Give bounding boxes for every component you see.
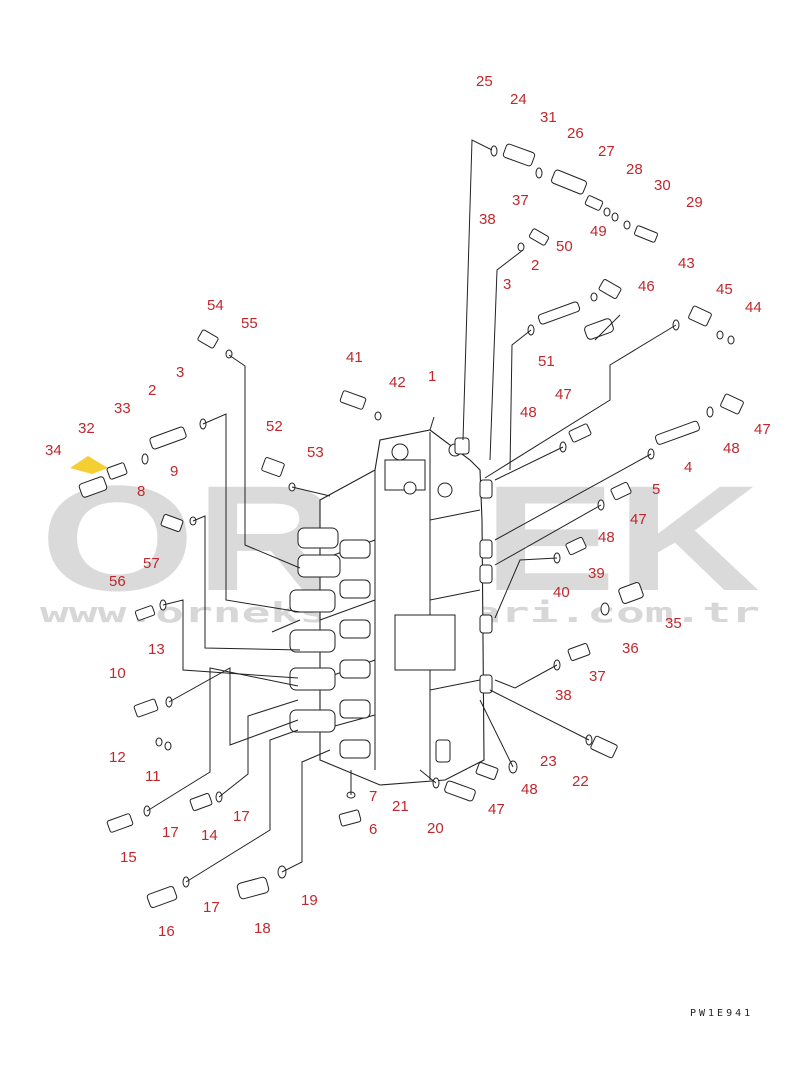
callout-label: 24 bbox=[510, 91, 527, 108]
callout-label: 17 bbox=[162, 824, 179, 841]
callout-label: 21 bbox=[392, 798, 409, 815]
callout-label: 36 bbox=[622, 640, 639, 657]
callout-label: 47 bbox=[555, 386, 572, 403]
callout-label: 17 bbox=[233, 808, 250, 825]
callout-label: 53 bbox=[307, 444, 324, 461]
callout-label: 16 bbox=[158, 923, 175, 940]
callout-label: 2 bbox=[148, 382, 156, 399]
callout-label: 12 bbox=[109, 749, 126, 766]
callout-label: 39 bbox=[588, 565, 605, 582]
callout-label: 50 bbox=[556, 238, 573, 255]
callout-label: 45 bbox=[716, 281, 733, 298]
callout-label: 52 bbox=[266, 418, 283, 435]
callout-label: 47 bbox=[488, 801, 505, 818]
callout-label: 27 bbox=[598, 143, 615, 160]
callout-label: 37 bbox=[512, 192, 529, 209]
callout-label: 51 bbox=[538, 353, 555, 370]
callout-label: 47 bbox=[754, 421, 771, 438]
callout-label: 33 bbox=[114, 400, 131, 417]
callout-label: 38 bbox=[555, 687, 572, 704]
callout-label: 47 bbox=[630, 511, 647, 528]
callout-label: 46 bbox=[638, 278, 655, 295]
callout-label: 17 bbox=[203, 899, 220, 916]
callout-label: 10 bbox=[109, 665, 126, 682]
callout-label: 7 bbox=[369, 788, 377, 805]
leader-lines bbox=[146, 139, 677, 883]
callout-label: 34 bbox=[45, 442, 62, 459]
callout-label: 48 bbox=[598, 529, 615, 546]
callout-label: 14 bbox=[201, 827, 218, 844]
callout-label: 56 bbox=[109, 573, 126, 590]
callout-label: 37 bbox=[589, 668, 606, 685]
callout-label: 15 bbox=[120, 849, 137, 866]
component-parts bbox=[78, 143, 744, 909]
callout-label: 1 bbox=[428, 368, 436, 385]
callout-label: 40 bbox=[553, 584, 570, 601]
callout-label: 48 bbox=[520, 404, 537, 421]
callout-label: 22 bbox=[572, 773, 589, 790]
callout-label: 38 bbox=[479, 211, 496, 228]
callout-label: 29 bbox=[686, 194, 703, 211]
callout-label: 23 bbox=[540, 753, 557, 770]
callout-label: 57 bbox=[143, 555, 160, 572]
callout-label: 3 bbox=[176, 364, 184, 381]
callout-label: 2 bbox=[531, 257, 539, 274]
callout-label: 41 bbox=[346, 349, 363, 366]
callout-label: 19 bbox=[301, 892, 318, 909]
callout-label: 48 bbox=[723, 440, 740, 457]
callout-label: 30 bbox=[654, 177, 671, 194]
callout-label: 9 bbox=[170, 463, 178, 480]
callout-label: 43 bbox=[678, 255, 695, 272]
callout-labels: 25 24 31 26 27 28 30 29 37 38 2 50 49 3 … bbox=[45, 73, 771, 940]
callout-label: 5 bbox=[652, 481, 660, 498]
callout-label: 18 bbox=[254, 920, 271, 937]
callout-label: 20 bbox=[427, 820, 444, 837]
callout-label: 4 bbox=[684, 459, 692, 476]
callout-label: 44 bbox=[745, 299, 762, 316]
spool-stack bbox=[271, 527, 371, 759]
callout-label: 55 bbox=[241, 315, 258, 332]
callout-label: 6 bbox=[369, 821, 377, 838]
control-valve-body bbox=[271, 429, 493, 786]
callout-label: 25 bbox=[476, 73, 493, 90]
callout-label: 13 bbox=[148, 641, 165, 658]
callout-label: 35 bbox=[665, 615, 682, 632]
callout-label: 11 bbox=[145, 768, 161, 785]
callout-label: 49 bbox=[590, 223, 607, 240]
callout-label: 3 bbox=[503, 276, 511, 293]
watermark-accent-icon bbox=[70, 456, 108, 474]
callout-label: 54 bbox=[207, 297, 224, 314]
callout-label: 26 bbox=[567, 125, 584, 142]
callout-label: 32 bbox=[78, 420, 95, 437]
right-fittings bbox=[435, 437, 493, 763]
callout-label: 42 bbox=[389, 374, 406, 391]
callout-label: 31 bbox=[540, 109, 557, 126]
callout-label: 48 bbox=[521, 781, 538, 798]
callout-label: 8 bbox=[137, 483, 145, 500]
drawing-code: PW1E941 bbox=[690, 1008, 753, 1019]
callout-label: 28 bbox=[626, 161, 643, 178]
